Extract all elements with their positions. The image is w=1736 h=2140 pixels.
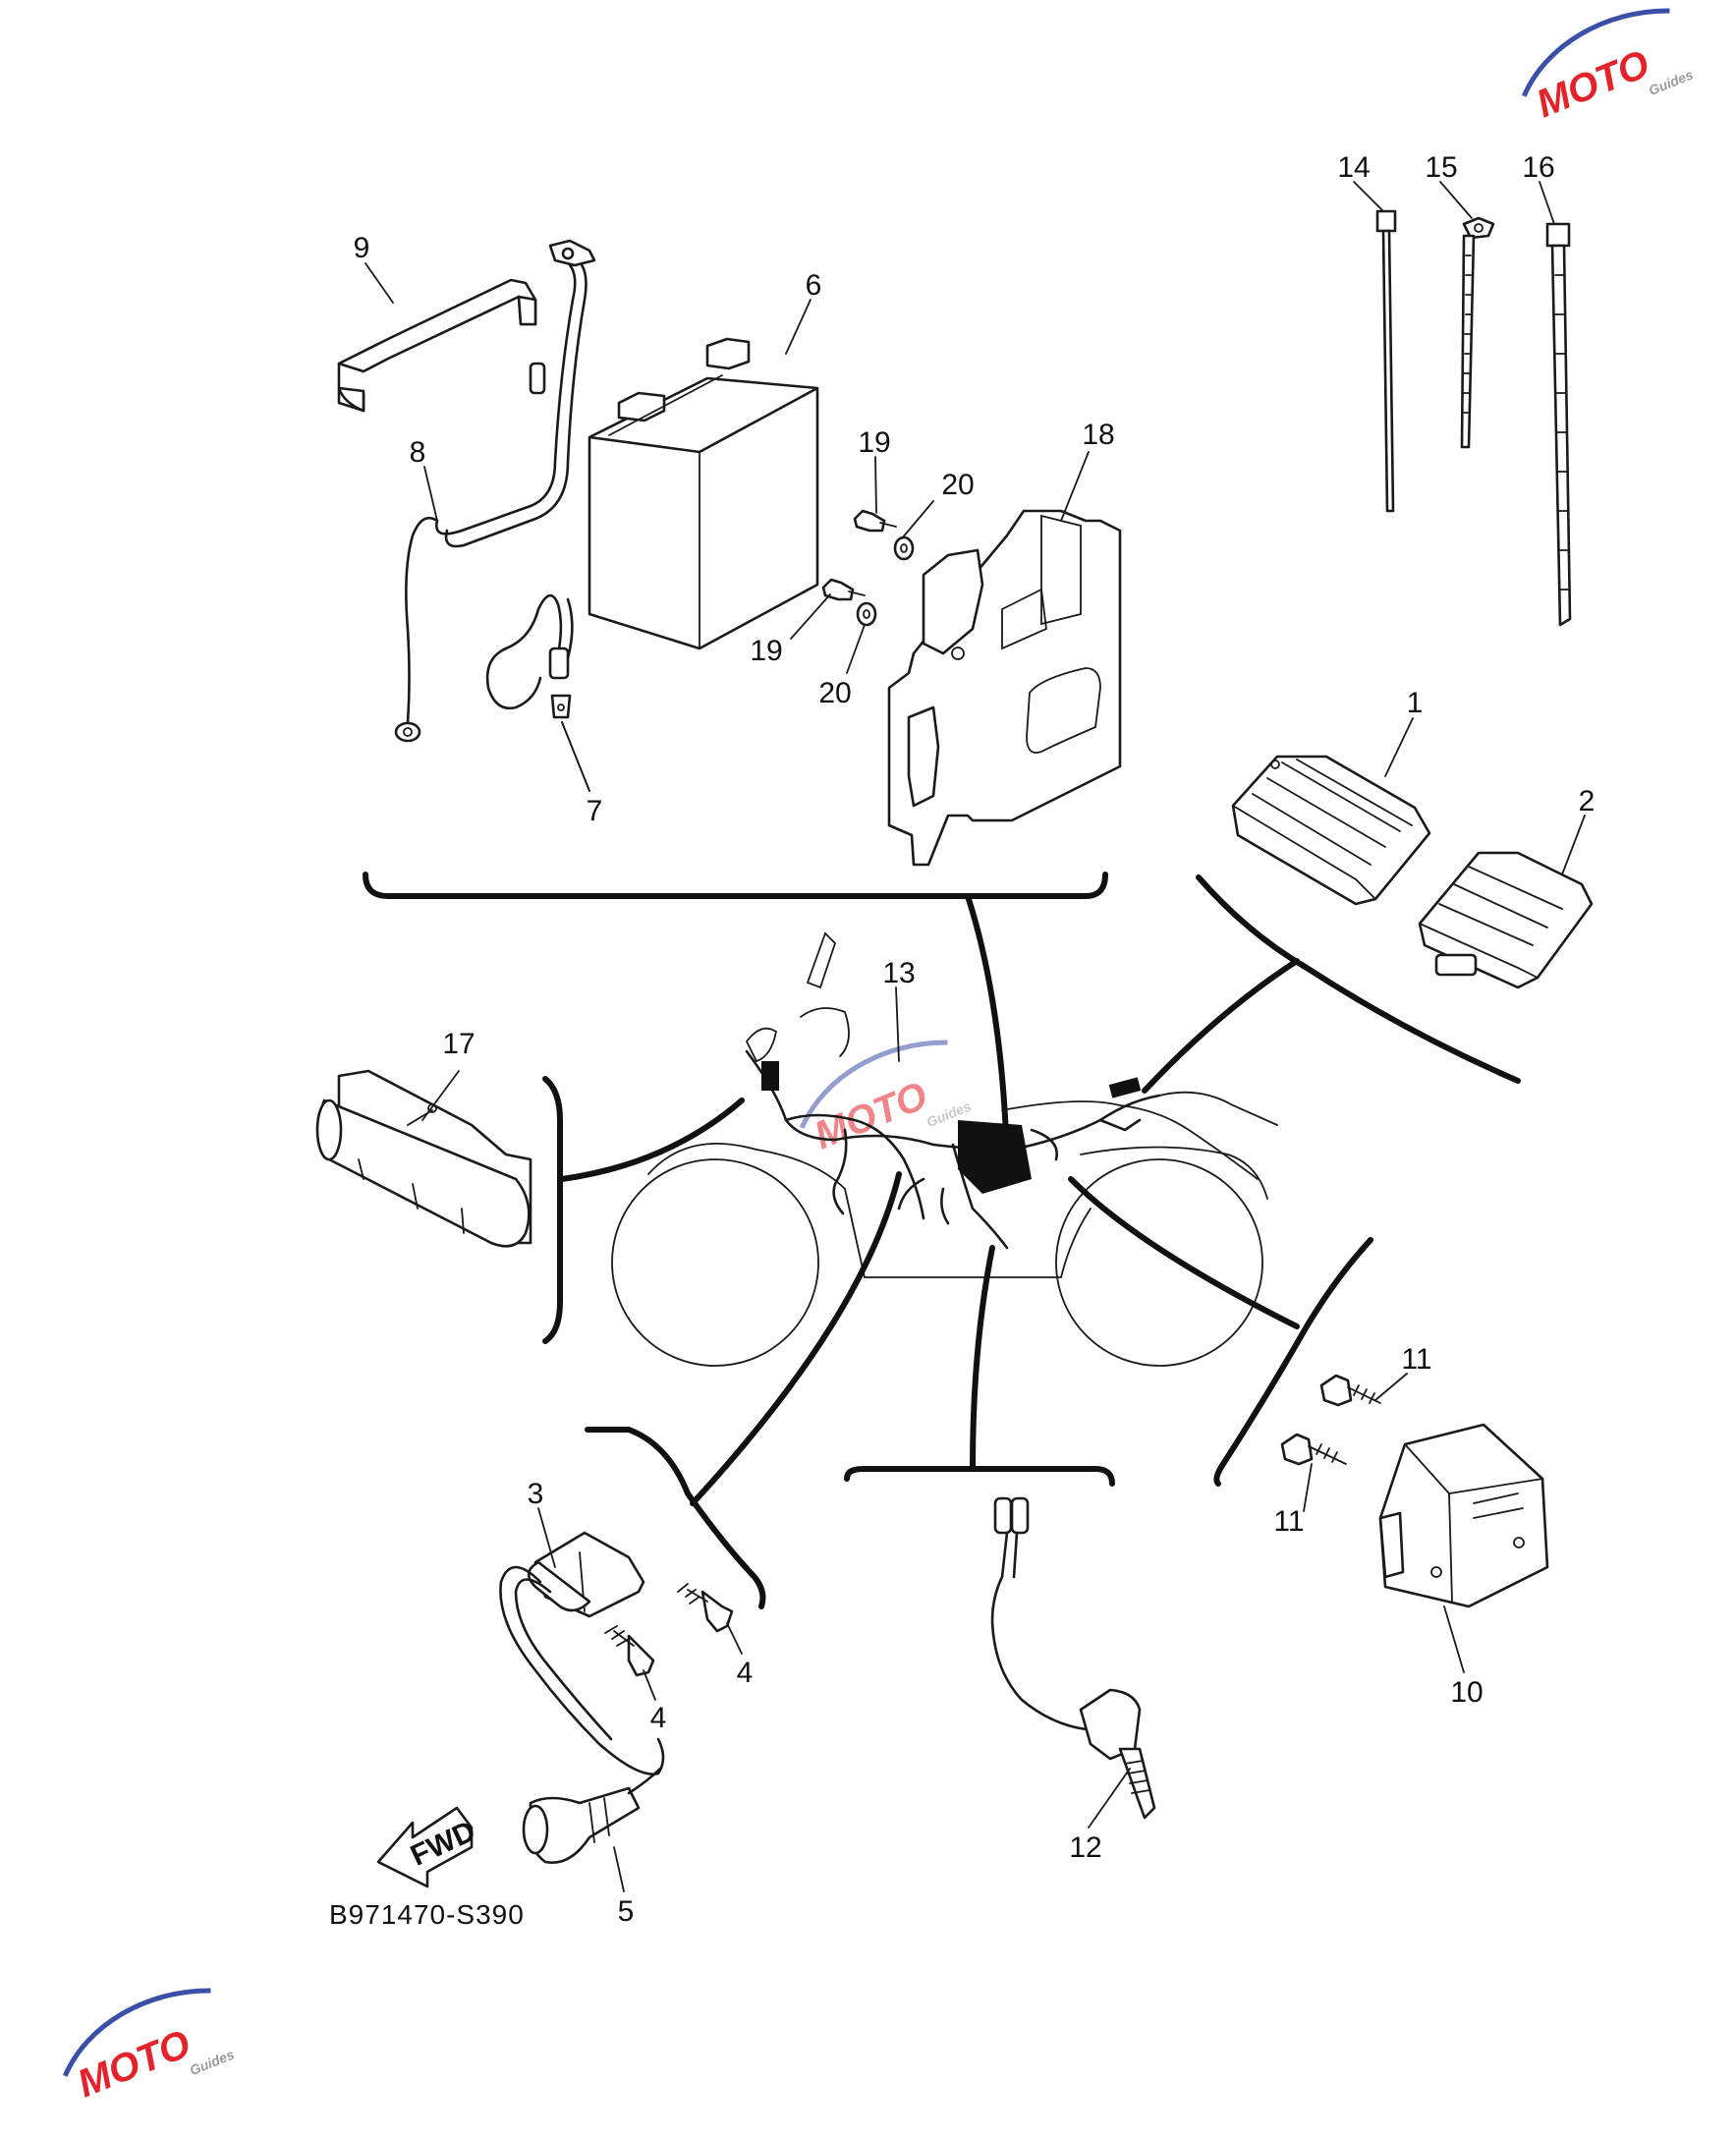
part-battery-box bbox=[887, 509, 1122, 867]
callout-4-left: 4 bbox=[650, 1702, 667, 1734]
callout-10: 10 bbox=[1450, 1676, 1483, 1709]
callout-12: 12 bbox=[1069, 1831, 1101, 1864]
callout-leaders bbox=[364, 181, 1586, 1892]
part-battery-cable bbox=[394, 239, 596, 743]
callout-8: 8 bbox=[410, 436, 426, 469]
callout-6: 6 bbox=[806, 269, 822, 302]
leader-regulator-group bbox=[1068, 1176, 1300, 1329]
bracket-regulator-group bbox=[1213, 1237, 1373, 1487]
part-ignition-coil-3 bbox=[499, 1531, 665, 1775]
bracket-ignition-coil-group bbox=[585, 1427, 766, 1609]
callout-19-upper: 19 bbox=[858, 426, 890, 459]
callout-labels: 1 2 3 4 4 5 6 7 8 9 10 11 11 12 13 14 15… bbox=[354, 151, 1596, 1928]
bracket-sensor-group bbox=[844, 1466, 1115, 1487]
callout-14: 14 bbox=[1337, 151, 1370, 184]
part-washer-20-lower bbox=[856, 601, 877, 627]
callout-7: 7 bbox=[587, 795, 603, 827]
part-wire-harness-13 bbox=[745, 1049, 1161, 1250]
part-bolt-19-upper bbox=[853, 509, 897, 533]
callout-1: 1 bbox=[1407, 687, 1424, 719]
leader-ignition-coil-group bbox=[690, 1171, 902, 1506]
svg-text:MOTO: MOTO bbox=[1531, 42, 1655, 126]
leader-coil-group bbox=[559, 1098, 745, 1182]
watermark-logo-top-right: MOTO Guides bbox=[1521, 8, 1696, 126]
part-washer-20-upper bbox=[893, 535, 915, 561]
part-plug-cap-5 bbox=[522, 1767, 662, 1865]
part-bolt-4-right bbox=[677, 1583, 734, 1633]
svg-text:MOTO: MOTO bbox=[72, 2022, 196, 2106]
callout-13: 13 bbox=[882, 957, 915, 989]
part-cable-tie-14 bbox=[1375, 209, 1397, 513]
part-ecu-unit-1 bbox=[1231, 755, 1431, 906]
bracket-coil-group bbox=[542, 1076, 563, 1344]
part-battery-lead bbox=[485, 593, 590, 792]
drawing-code: B971470-S390 bbox=[329, 1899, 525, 1930]
bracket-ecu-group bbox=[1196, 874, 1521, 1084]
svg-text:Guides: Guides bbox=[1647, 66, 1696, 98]
callout-11-lower: 11 bbox=[1273, 1505, 1304, 1538]
callout-16: 16 bbox=[1522, 151, 1554, 184]
callout-17: 17 bbox=[442, 1028, 475, 1060]
part-battery bbox=[588, 337, 819, 650]
callout-11-upper: 11 bbox=[1401, 1343, 1431, 1376]
part-relay-unit-2 bbox=[1418, 851, 1594, 989]
watermark-logo-bottom-left: MOTO Guides bbox=[62, 1988, 237, 2106]
callout-18: 18 bbox=[1082, 419, 1114, 451]
callout-5: 5 bbox=[618, 1895, 635, 1928]
part-cable-tie-16 bbox=[1545, 222, 1572, 627]
watermark-logo-center: MOTO Guides bbox=[799, 1040, 974, 1157]
part-bolt-4-left bbox=[604, 1625, 655, 1677]
callout-4-right: 4 bbox=[737, 1657, 754, 1689]
callout-15: 15 bbox=[1425, 151, 1457, 184]
leader-sensor-group bbox=[970, 1245, 995, 1472]
part-coil-17 bbox=[315, 1069, 532, 1248]
callout-20-lower: 20 bbox=[818, 677, 851, 709]
callout-20-upper: 20 bbox=[941, 469, 974, 501]
bracket-battery-group bbox=[363, 872, 1108, 899]
leader-battery-group bbox=[965, 893, 1010, 1162]
part-battery-band bbox=[337, 278, 537, 413]
callout-9: 9 bbox=[354, 232, 370, 264]
callout-2: 2 bbox=[1579, 785, 1596, 817]
part-bolt-11-lower bbox=[1280, 1433, 1347, 1466]
bike-silhouette bbox=[611, 931, 1278, 1367]
callout-3: 3 bbox=[528, 1478, 544, 1510]
part-regulator-10 bbox=[1378, 1423, 1549, 1608]
svg-text:Guides: Guides bbox=[188, 2046, 237, 2078]
part-cable-tie-15 bbox=[1460, 216, 1495, 449]
callout-19-lower: 19 bbox=[750, 635, 782, 667]
fwd-direction-arrow: FWD bbox=[376, 1806, 480, 1888]
part-sensor-12 bbox=[990, 1496, 1156, 1820]
leader-ecu-group bbox=[1142, 958, 1300, 1094]
part-bolt-11-upper bbox=[1319, 1374, 1381, 1407]
